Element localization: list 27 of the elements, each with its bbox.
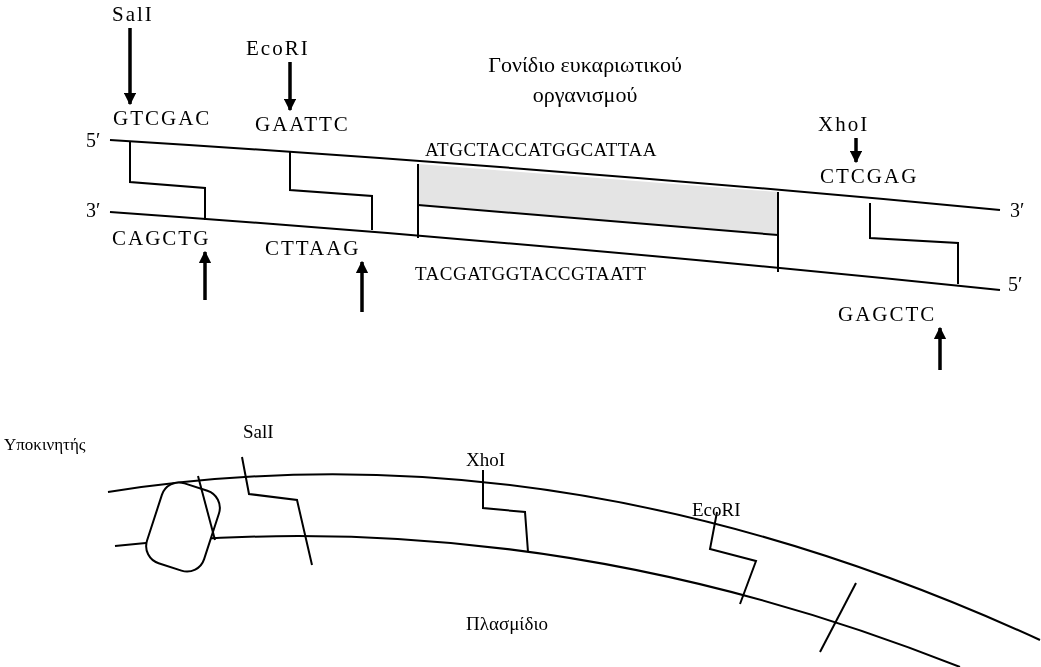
text-label: 5′ — [1008, 272, 1023, 296]
text-label: ATGCTACCATGGCATTAA — [425, 138, 657, 162]
arrow — [933, 326, 947, 370]
arrow — [198, 250, 212, 300]
text-label: TACGATGGTACCGTAATT — [415, 262, 647, 286]
sequence-label: CAGCTG — [112, 226, 211, 250]
sequence-label: CTCGAG — [820, 164, 919, 188]
text-label: 5′ — [86, 128, 101, 152]
sequence-label: CTTAAG — [265, 236, 361, 260]
sequence-label: SalI — [112, 2, 154, 26]
sequence-label: XhoI — [818, 112, 870, 136]
text-label: XhoI — [466, 448, 506, 472]
arrow — [123, 28, 137, 106]
arrow — [283, 62, 297, 112]
arrow — [355, 260, 369, 312]
sequence-label: GAATTC — [255, 112, 350, 136]
text-label: Υποκινητής — [4, 434, 86, 456]
text-label: EcoRI — [692, 498, 741, 522]
text-label: Πλασμίδιο — [466, 612, 548, 636]
text-label: 3′ — [86, 198, 101, 222]
arrow — [849, 138, 863, 164]
text-label: Γονίδιο ευκαριωτικού οργανισμού — [487, 51, 683, 109]
text-label: 3′ — [1010, 198, 1025, 222]
text-label: SalI — [243, 420, 274, 444]
sequence-label: GAGCTC — [838, 302, 937, 326]
sequence-label: GTCGAC — [113, 106, 212, 130]
sequence-label: EcoRI — [246, 36, 310, 60]
